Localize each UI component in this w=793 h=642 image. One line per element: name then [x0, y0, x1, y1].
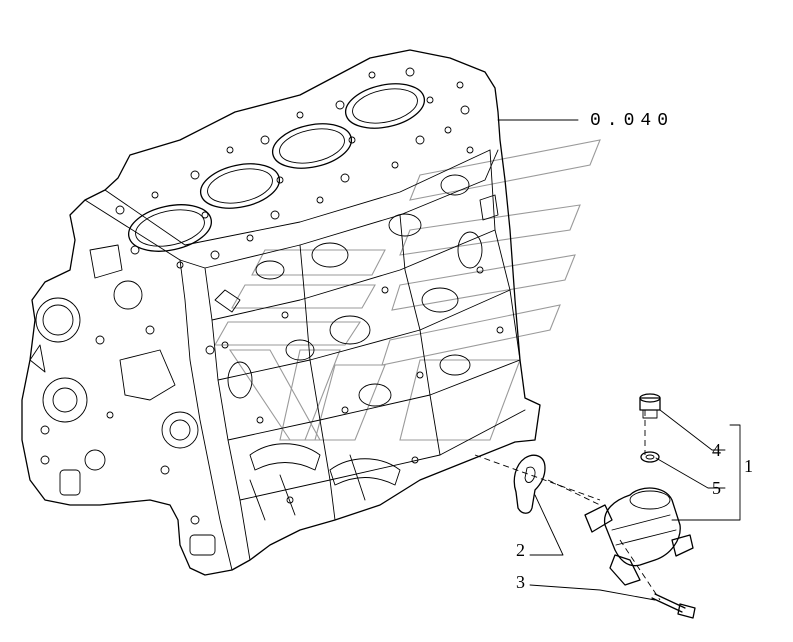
- callout-2: 2: [516, 540, 525, 560]
- leader-line-4: [659, 409, 726, 451]
- bracket-callout-1: [671, 424, 741, 521]
- leader-line-3: [529, 584, 656, 601]
- engine-block: [21, 49, 541, 576]
- watermark-logo: [214, 139, 601, 441]
- assembly-line-gasket: [474, 454, 601, 501]
- callout-1: 1: [744, 456, 753, 476]
- fuel-pump-part: [584, 487, 694, 586]
- screw-part: [651, 593, 696, 619]
- callout-5: 5: [712, 478, 721, 498]
- gasket-part: [513, 454, 546, 514]
- plug-part: [639, 393, 661, 419]
- leader-line-2: [529, 494, 564, 556]
- callout-4: 4: [712, 440, 721, 460]
- leader-line-5: [655, 457, 726, 489]
- washer-part: [640, 451, 660, 463]
- callout-3: 3: [516, 572, 525, 592]
- reference-code-label: 0.040: [590, 111, 674, 131]
- assembly-line-screw: [619, 539, 661, 601]
